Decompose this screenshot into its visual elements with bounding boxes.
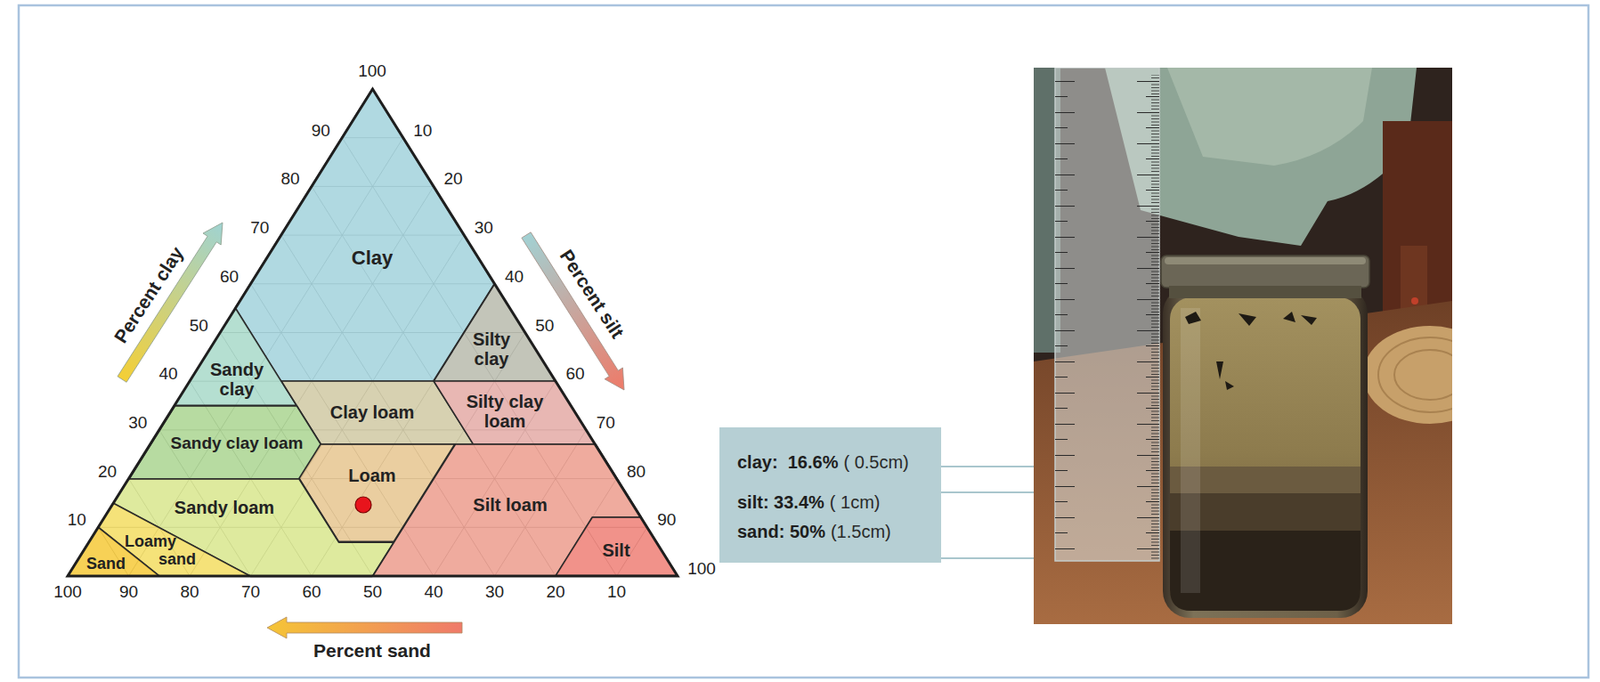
photo-part — [1055, 67, 1160, 561]
tick-label: 90 — [657, 511, 676, 530]
tick-label: 60 — [219, 267, 239, 286]
region-fill — [235, 89, 495, 382]
axis-arrow — [267, 617, 463, 639]
measurement-value: silt: 33.4% — [737, 492, 825, 512]
tick-label: 10 — [413, 121, 432, 140]
tick-label: 60 — [301, 583, 321, 602]
region-fill — [433, 381, 596, 445]
tick-label: 40 — [423, 583, 443, 602]
photo-part — [941, 465, 1034, 468]
tick-label: 30 — [128, 413, 147, 432]
triangle-outline — [67, 89, 678, 577]
tick-label: 20 — [545, 583, 565, 602]
region-label: Loam — [348, 465, 396, 486]
region-label: Clay — [351, 247, 393, 269]
region-label: Silt — [601, 540, 630, 561]
tick-label: 80 — [179, 583, 199, 602]
photo-part — [1411, 297, 1419, 305]
region-label: Silty clay loam — [455, 391, 554, 431]
region-label: Sandy clay — [205, 359, 269, 399]
measurement-value: sand: 50% — [737, 521, 826, 542]
region-label: Silt loam — [472, 495, 547, 515]
tick-label: 10 — [607, 583, 626, 602]
measurement-depth: ( 1cm) — [829, 492, 881, 512]
leader-line — [941, 466, 1034, 559]
axis-title: Percent clay — [110, 243, 188, 347]
tick-label: 20 — [97, 462, 117, 481]
measurement-depth: (1.5cm) — [830, 521, 892, 542]
measurement-row: clay: 16.6%( 0.5cm) — [737, 452, 910, 472]
region-label: Silty clay — [464, 329, 519, 369]
measurement-box: clay: 16.6%( 0.5cm)silt: 33.4%( 1cm)sand… — [719, 427, 942, 563]
photo-part — [1169, 285, 1362, 299]
region-label: Loamy sand — [124, 533, 196, 569]
photo-part — [1180, 308, 1201, 593]
texture-region: Sandy clay loam — [129, 406, 322, 480]
region-label: Sandy clay loam — [170, 434, 304, 454]
region-shape — [235, 89, 496, 383]
tick-label: 60 — [565, 365, 585, 384]
region-label: Clay loam — [330, 402, 415, 423]
tick-label: 70 — [250, 219, 269, 238]
tick-label: 100 — [53, 583, 82, 602]
jar-photo — [1033, 67, 1497, 625]
tick-label: 30 — [474, 219, 494, 238]
tick-label: 50 — [363, 583, 382, 602]
photo-part — [941, 491, 1034, 494]
photo-part — [1167, 67, 1373, 166]
tick-label: 20 — [443, 170, 463, 189]
photo-part — [1055, 74, 1160, 560]
photo-part — [1169, 297, 1361, 611]
region-fill — [174, 308, 297, 406]
tick-label: 90 — [119, 583, 139, 602]
photo-part — [1185, 311, 1317, 390]
tick-label: 70 — [241, 583, 260, 602]
photo-part — [1164, 257, 1366, 265]
photo-part — [1161, 255, 1370, 288]
photo-part — [941, 557, 1034, 560]
region-fill — [433, 284, 556, 382]
photo-part — [1162, 286, 1368, 618]
tick-label: 100 — [357, 62, 387, 82]
tick-label: 40 — [504, 267, 524, 286]
tick-label: 30 — [485, 583, 504, 602]
texture-region: Silty clay loam — [433, 381, 596, 445]
tick-label: 90 — [311, 121, 331, 140]
measurement-row: sand: 50%(1.5cm) — [737, 521, 892, 542]
photo-part — [1363, 325, 1497, 424]
tick-label: 70 — [596, 413, 616, 432]
tick-label: 40 — [158, 365, 178, 384]
photo-part — [1378, 337, 1482, 413]
tick-label: 10 — [67, 511, 87, 530]
tick-label: 50 — [189, 316, 209, 335]
measurement-value: clay: 16.6% — [737, 452, 838, 472]
tick-label: 80 — [626, 462, 646, 481]
measurement-row: silt: 33.4%( 1cm) — [737, 492, 881, 512]
measurement-depth: ( 0.5cm) — [843, 452, 909, 472]
tick-label: 50 — [535, 316, 554, 335]
tick-label: 100 — [687, 560, 716, 579]
photo-part — [1394, 349, 1466, 400]
region-fill — [129, 406, 322, 480]
axis-title: Percent sand — [313, 640, 431, 661]
region-label: Sand — [86, 555, 126, 574]
outer-frame — [18, 5, 1589, 678]
region-label: Sandy loam — [174, 497, 275, 518]
sample-dot — [355, 496, 372, 513]
axis-title: Percent silt — [555, 245, 628, 342]
texture-region: Clay — [235, 89, 495, 382]
tick-label: 80 — [280, 170, 300, 189]
